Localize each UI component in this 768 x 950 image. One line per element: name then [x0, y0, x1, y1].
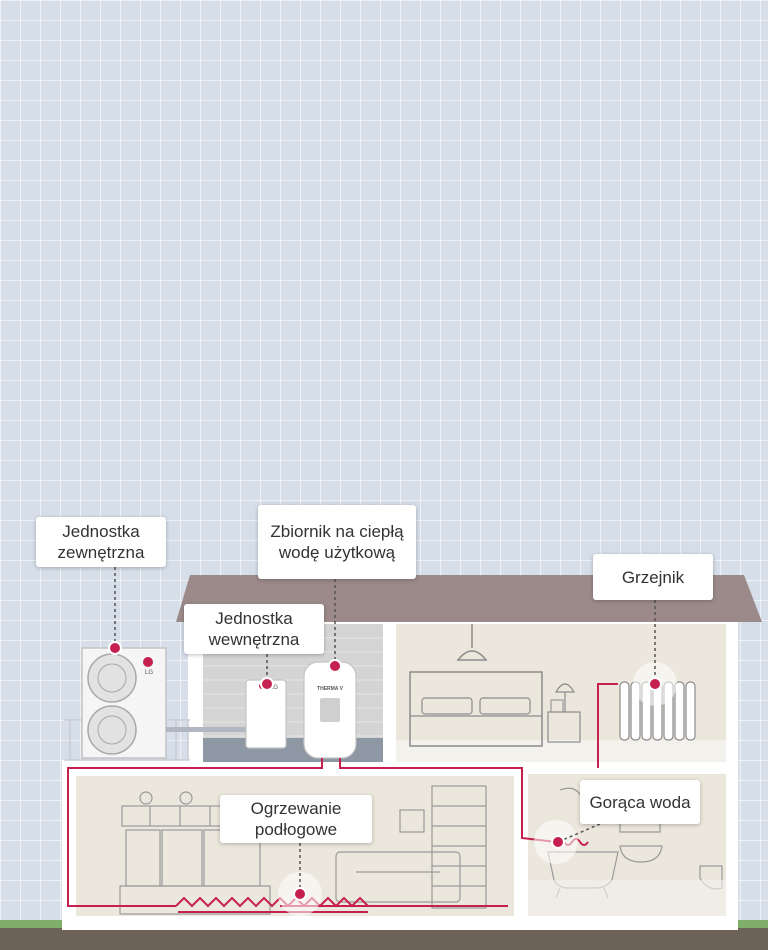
- tank-brand: THERMA V: [317, 686, 344, 692]
- fan-icon: [87, 705, 137, 755]
- marker-hot-water-tank: [328, 659, 342, 673]
- connection-pipe: [166, 727, 246, 732]
- label-line: Zbiornik na ciepłą: [270, 522, 404, 541]
- label-hot-water: Gorąca woda: [580, 780, 700, 824]
- sofa: [335, 851, 461, 903]
- outdoor-unit-brand: LG: [145, 670, 153, 676]
- floor-heating-coil: [175, 896, 369, 913]
- outdoor-unit: LG: [81, 647, 167, 759]
- indoor-unit-brand: LG: [270, 685, 278, 691]
- label-radiator: Grzejnik: [593, 554, 713, 600]
- label-line: zewnętrzna: [57, 543, 145, 562]
- label-hot-water-tank: Zbiornik na ciepłą wodę użytkową: [258, 505, 416, 579]
- label-line: wodę użytkową: [278, 543, 396, 562]
- marker-outdoor-unit: [108, 641, 122, 655]
- marker-floor-heating: [293, 887, 307, 901]
- fan-icon: [87, 653, 137, 703]
- label-line: Ogrzewanie: [250, 799, 342, 818]
- label-line: Grzejnik: [621, 567, 685, 587]
- bedroom: [396, 624, 726, 762]
- label-line: wewnętrzna: [208, 630, 300, 649]
- lg-logo-icon: [143, 657, 153, 667]
- marker-indoor-unit: [260, 677, 274, 691]
- label-line: Jednostka: [215, 609, 293, 628]
- label-line: podłogowe: [254, 820, 338, 839]
- label-floor-heating: Ogrzewanie podłogowe: [220, 795, 372, 843]
- bed: [409, 671, 543, 747]
- ground: [0, 928, 768, 950]
- marker-hot-water: [551, 835, 565, 849]
- label-line: Jednostka: [62, 522, 140, 541]
- label-indoor-unit: Jednostka wewnętrzna: [184, 604, 324, 654]
- marker-radiator: [648, 677, 662, 691]
- label-line: Gorąca woda: [589, 792, 691, 812]
- markers: [108, 641, 662, 901]
- label-outdoor-unit: Jednostka zewnętrzna: [36, 517, 166, 567]
- hot-water-tank: THERMA V: [303, 661, 357, 759]
